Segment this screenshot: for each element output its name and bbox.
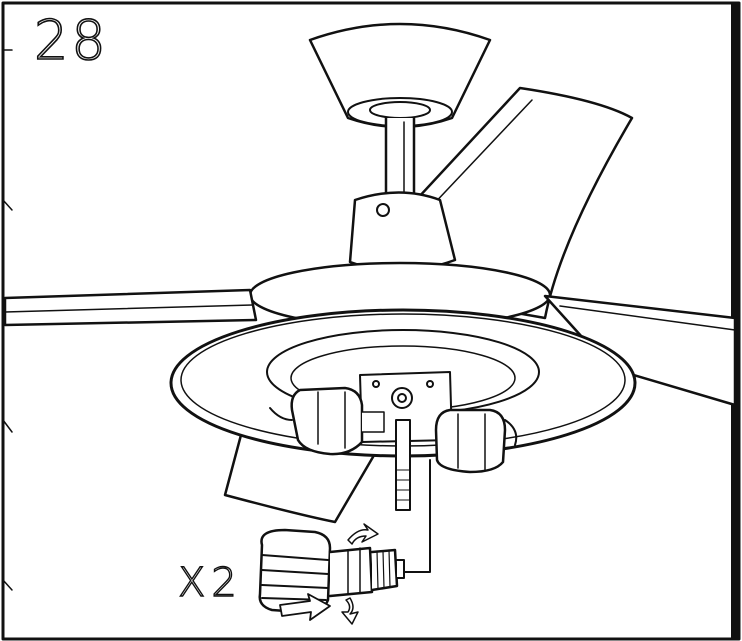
cfl-bulb-icon — [258, 528, 405, 614]
quantity-label: X2 — [177, 560, 243, 606]
step-number: 28 — [33, 9, 109, 72]
canopy — [308, 22, 492, 129]
motor-housing — [248, 191, 552, 329]
socket-left — [269, 386, 385, 456]
fan-blade-left — [3, 288, 258, 327]
pointer-line — [399, 459, 431, 573]
install-arrow-icon — [279, 523, 379, 625]
socket-right — [434, 408, 518, 474]
